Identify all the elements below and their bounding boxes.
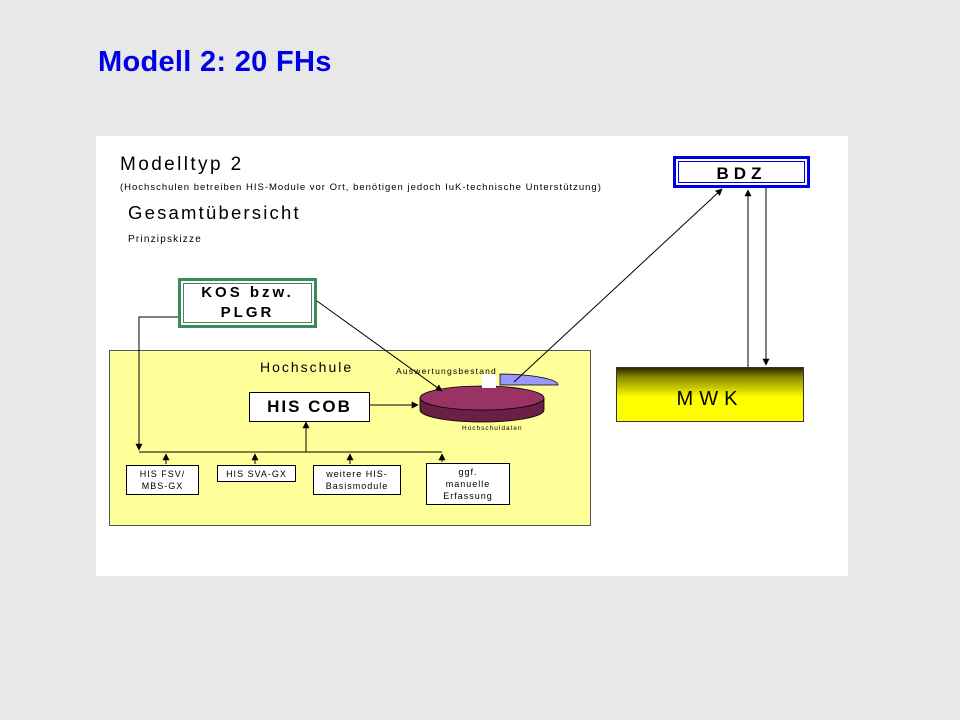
auswertungsbestand-label: Auswertungsbestand (396, 366, 497, 376)
section-subtitle: Prinzipskizze (128, 234, 202, 245)
module-his-fsv-line2: MBS-GX (141, 481, 184, 491)
kos-label-line1: KOS bzw. (201, 284, 294, 301)
diagram-subheading: (Hochschulen betreiben HIS-Module vor Or… (120, 182, 602, 193)
kos-plgr-box: KOS bzw. PLGR (178, 278, 317, 328)
his-cob-box: HIS COB (249, 392, 370, 422)
auswertung-to-bdz-arrow (513, 188, 723, 383)
hochschuldaten-label: Hochschuldaten (462, 425, 523, 432)
connector-layer (135, 188, 770, 464)
module-manuell-line1: ggf. (458, 467, 478, 477)
mwk-box: MWK (616, 367, 804, 422)
bdz-box: BDZ (673, 156, 810, 188)
bdz-label: BDZ (716, 164, 767, 183)
diagram-heading: Modelltyp 2 (120, 154, 244, 175)
hochschule-area: Hochschule Auswertungsbestand Hochschuld… (109, 350, 591, 526)
section-title: Gesamtübersicht (128, 202, 301, 223)
module-his-sva-line1: HIS SVA-GX (226, 469, 287, 479)
module-his-fsv: HIS FSV/ MBS-GX (126, 465, 199, 495)
module-manuell-line3: Erfassung (443, 491, 493, 501)
kos-to-auswertung-arrow (316, 300, 443, 392)
module-weitere-line1: weitere HIS- (326, 469, 388, 479)
module-his-fsv-line1: HIS FSV/ (139, 469, 186, 479)
module-weitere-line2: Basismodule (325, 481, 389, 491)
kos-to-modules-arrow (135, 316, 178, 451)
slide-title: Modell 2: 20 FHs (98, 46, 332, 78)
module-manuelle-erfassung: ggf. manuelle Erfassung (426, 463, 510, 505)
kos-label-line2: PLGR (220, 304, 275, 321)
module-weitere-his: weitere HIS- Basismodule (313, 465, 401, 495)
auswertungsbestand-pie (419, 373, 559, 423)
module-his-sva: HIS SVA-GX (217, 465, 296, 482)
module-manuell-line2: manuelle (445, 479, 491, 489)
diagram-canvas: Modelltyp 2 (Hochschulen betreiben HIS-M… (96, 136, 848, 576)
hochschule-label: Hochschule (260, 359, 354, 375)
